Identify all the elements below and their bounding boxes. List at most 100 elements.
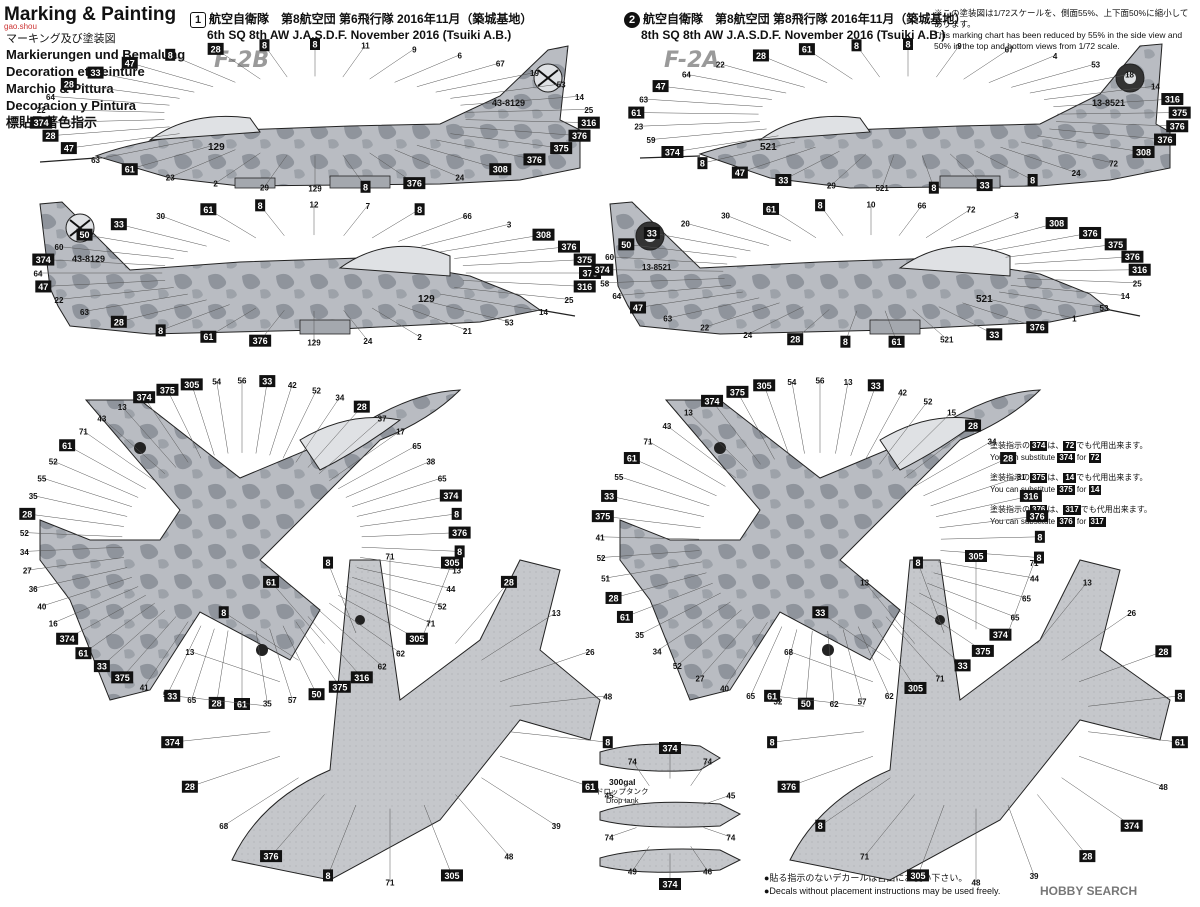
paint-code-box (726, 385, 749, 398)
callout-leader (84, 293, 188, 312)
callout-leader (672, 135, 779, 153)
callout-leader (835, 381, 849, 454)
callout-label: 39 (1030, 872, 1039, 881)
callout-label: 29 (260, 183, 269, 192)
callout-label: 19 (530, 69, 539, 78)
callout-label: 72 (1109, 160, 1118, 169)
callout-label: 34 (335, 394, 344, 403)
callout-leader (361, 532, 460, 538)
callout-leader (609, 794, 637, 805)
callout-label: 60 (55, 243, 64, 252)
sub-text: は、 (1047, 441, 1064, 450)
callout-leader (940, 550, 1040, 558)
callout-label: 33 (97, 662, 107, 672)
callout-label: 46 (703, 868, 712, 877)
callout-leader (318, 610, 383, 667)
callout-label: 28 (609, 593, 619, 603)
callout-label: 3 (1014, 211, 1019, 220)
callout-label: 33 (989, 330, 999, 340)
paint-code-box (110, 315, 127, 328)
callout-label: 53 (1091, 60, 1100, 69)
sub-alt: 317 (1088, 517, 1106, 527)
callout-label: 49 (628, 868, 637, 877)
callout-label: 28 (1082, 852, 1092, 862)
callout-label: 63 (663, 315, 672, 324)
callout-leader (605, 561, 703, 579)
callout-label: 376 (1030, 323, 1045, 333)
callout-leader (702, 141, 795, 164)
callout-label: 33 (871, 381, 881, 391)
callout-label: 33 (815, 608, 825, 618)
callout-leader (160, 304, 230, 331)
callout-label: 61 (203, 332, 213, 342)
callout-leader (360, 513, 457, 527)
paint-code-box (156, 383, 179, 396)
callout-label: 23 (166, 174, 175, 183)
top-view-f2b (39, 389, 462, 701)
callout-leader (50, 126, 170, 136)
paint-code-box (659, 742, 681, 754)
paint-code-box (440, 556, 463, 569)
paint-code-box (557, 240, 580, 253)
drop-tank-size: 300gal (609, 777, 636, 787)
callout-label: 8 (931, 183, 936, 193)
callout-label: 26 (1127, 609, 1136, 618)
callout-label: 305 (908, 683, 923, 693)
callout-leader (143, 397, 189, 463)
callout-label: 40 (720, 684, 729, 693)
section-2-model: F-2A (664, 48, 720, 73)
callout-leader (936, 45, 960, 78)
callout-leader (927, 582, 1016, 618)
callout-leader (481, 612, 557, 661)
callout-leader (143, 621, 189, 687)
paint-code-box (259, 39, 270, 52)
callout-leader (602, 515, 701, 529)
paint-code-box (59, 439, 76, 452)
callout-leader (925, 208, 972, 238)
callout-label: 53 (557, 80, 566, 89)
callout-leader (307, 616, 362, 678)
paint-code-box (323, 869, 334, 882)
callout-label: 22 (700, 324, 709, 333)
callout-label: 14 (1121, 292, 1130, 301)
section-1-en: 6th SQ 8th AW J.A.S.D.F. November 2016 (… (207, 28, 512, 42)
callout-label: 33 (114, 220, 124, 230)
callout-label: 56 (816, 377, 825, 386)
callout-leader (264, 154, 288, 187)
callout-leader (609, 827, 637, 838)
callout-leader (1078, 651, 1164, 682)
callout-label: 308 (493, 165, 508, 175)
paint-code-box (30, 116, 53, 129)
callout-label: 63 (639, 96, 648, 105)
hinomaru-icon (134, 442, 146, 454)
sub-text: は、 (1047, 505, 1064, 514)
callout-leader (356, 495, 451, 517)
callout-label: 52 (20, 529, 29, 538)
callout-label: 33 (958, 661, 968, 671)
callout-label: 316 (354, 673, 369, 683)
callout-leader (465, 119, 589, 123)
callout-label: 28 (1158, 647, 1168, 657)
paint-code-box (798, 43, 815, 56)
callout-leader (917, 562, 945, 634)
callout-leader (724, 622, 768, 689)
callout-label: 34 (20, 548, 29, 557)
callout-label: 44 (1030, 575, 1039, 584)
callout-label: 374 (1124, 821, 1139, 831)
lang-de: Markierungen und Bemalung (6, 47, 186, 62)
callout-leader (43, 259, 166, 266)
paint-code-box (164, 689, 181, 702)
callout-label: 308 (1049, 219, 1064, 229)
page-subtitle-jp: マーキング及び塗装図 (6, 33, 116, 45)
paint-code-box (1166, 120, 1189, 133)
callout-leader (962, 302, 1038, 328)
nose-number: 521 (760, 142, 777, 153)
callout-leader (343, 205, 369, 236)
tail-serial: 13-8521 (642, 263, 672, 272)
hinomaru-icon (714, 442, 726, 454)
callout-label: 3 (507, 221, 512, 230)
callout-label: 47 (735, 168, 745, 178)
callout-label: 54 (212, 378, 221, 387)
callout-label: 8 (700, 159, 705, 169)
